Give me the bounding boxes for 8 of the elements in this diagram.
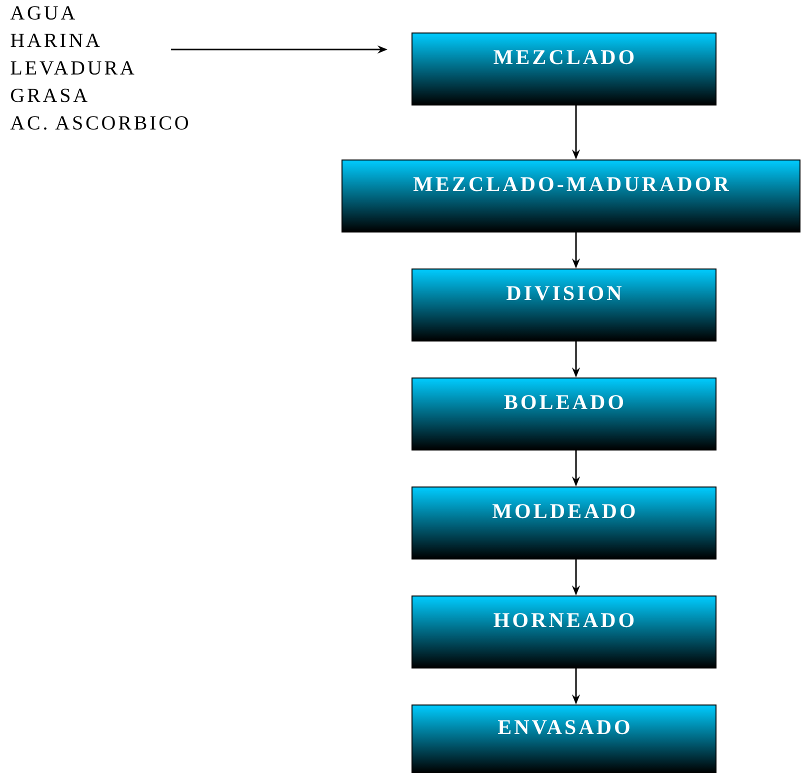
ingredient-list: AGUA HARINA LEVADURA GRASA AC. ASCORBICO bbox=[10, 6, 188, 130]
process-box: MEZCLADO bbox=[412, 32, 716, 106]
process-box: MOLDEADO bbox=[412, 486, 716, 560]
process-box: HORNEADO bbox=[412, 596, 716, 668]
process-box: BOLEADO bbox=[412, 378, 716, 450]
process-box: ENVASADO bbox=[412, 704, 716, 773]
process-box: DIVISION bbox=[412, 268, 716, 342]
process-box: MEZCLADO-MADURADOR bbox=[342, 160, 800, 232]
